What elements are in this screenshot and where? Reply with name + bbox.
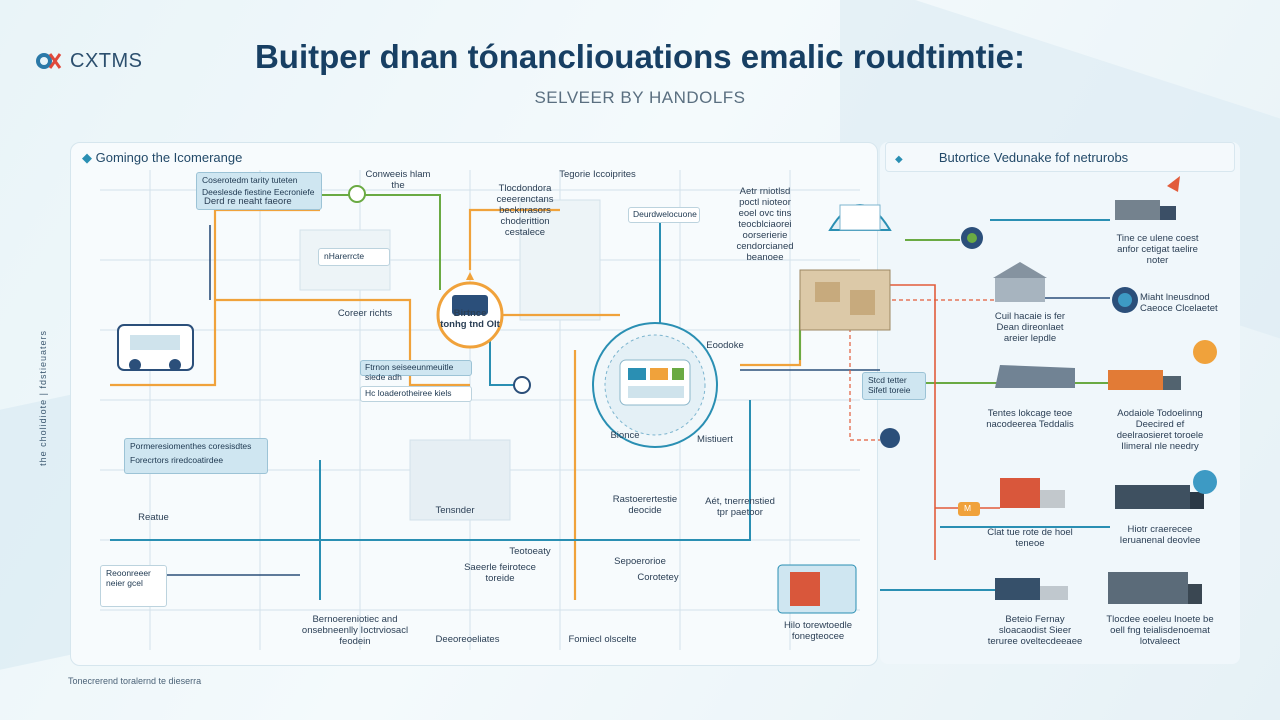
vertical-note: the cholidiote | fdstieuaters (38, 330, 48, 466)
bottom-label-2: Deeoreoeliates (435, 634, 500, 645)
bottom-label-3: Fomiecl olscelte (568, 634, 637, 645)
hub-top-label: Conweeis hlam the (365, 169, 431, 191)
network-item-2: Cuil hacaie is fer Dean direonlaet areie… (994, 311, 1066, 344)
small-left-box-text: Reoonreeer neier gcel (106, 568, 151, 588)
mid-bottom-label-2: Aét, tnerrenstied tpr paetoor (705, 496, 775, 518)
page-subtitle: SELVEER BY HANDOLFS (534, 88, 746, 107)
network-item-6: Clat tue rote de hoel teneoe (987, 527, 1073, 549)
bottom-box-1: Teotoeaty (509, 546, 551, 557)
side-tag-text: Stcd tetter Sifetl toreie (868, 375, 911, 395)
column-3-title: Tegorie Iccoiprites (559, 169, 636, 180)
mid-box-1-text: Ftrnon seiseeunmeuitle siede adh (365, 362, 454, 382)
building-icon (993, 262, 1047, 302)
small-left-box[interactable]: Reoonreeer neier gcel (100, 565, 167, 607)
column-3-box[interactable]: Deurdwelocuone (628, 207, 700, 223)
top-box-text-2: Deeslesde fiestine Eecroniefe (202, 187, 315, 197)
left-box-2-text: Forecrtors riredcoatirdee (130, 455, 224, 465)
gateway-icon (436, 272, 504, 349)
road-icon (995, 365, 1075, 388)
column-2-title: Tlocdondora ceeerenctans becknrasors cho… (496, 183, 554, 238)
bottom-label-4: Hilo torewtoedle fonegteocee (783, 620, 853, 642)
wheel-label-2: Mistiuert (697, 434, 733, 445)
top-box-caption: Derd re neaht faeore (204, 196, 292, 207)
mid-info-box-1[interactable]: Ftrnon seiseeunmeuitle siede adh (360, 360, 472, 382)
map-tag[interactable]: nHarerrcte (318, 248, 390, 266)
badge: M (958, 502, 980, 516)
side-tag[interactable]: Stcd tetter Sifetl toreie (862, 372, 926, 400)
wheel-label-3: Eoodoke (706, 340, 744, 351)
network-item-4: Tentes lokcage teoe nacodeerea Teddalis (986, 408, 1074, 430)
mid-box-2-text: Hc loaderotheiree kiels (365, 388, 452, 398)
spark-icon (1167, 176, 1180, 192)
tensnder-label: Tensnder (435, 505, 475, 516)
logo[interactable]: CXTMS (34, 46, 143, 76)
bottom-label-1: Bernoereniotiec and onsebneenlly Ioctrvi… (301, 614, 409, 647)
network-item-9: Tlocdee eoeleu Inoete be oell fng teiali… (1106, 614, 1214, 647)
gateway-label: Birtnce tonhg tnd OIt (440, 308, 500, 330)
download-icon (1193, 470, 1217, 494)
mid-info-box-2[interactable]: Hc loaderotheiree kiels (360, 386, 472, 402)
bottom-box-3: Sepoerorioe (614, 556, 666, 567)
top-box-text: Coserotedm tarity tuteten (202, 175, 298, 185)
page-title: Buitper dnan tónancliouations emalic rou… (254, 38, 1026, 75)
network-item-1: Tine ce ulene coest anfor cetigat taelir… (1116, 233, 1199, 266)
network-item-7: Hiotr craerecee Ieruanenal deovlee (1119, 524, 1201, 546)
process-diagram-panel (70, 142, 878, 666)
bottom-box-4: Corotetey (637, 572, 679, 583)
bottom-box-2: Saeerle feirotece toreide (464, 562, 536, 584)
central-hub-icon (592, 322, 718, 448)
map-tag-text: nHarerrcte (324, 251, 365, 261)
machine-icon (117, 324, 194, 371)
sun-icon (1193, 340, 1217, 364)
badge-text: M (964, 503, 972, 513)
wheel-label-1: Bionce (610, 430, 640, 441)
logo-text: CXTMS (70, 49, 143, 72)
truck-icon (995, 200, 1204, 604)
reside-label: Reatue (138, 512, 169, 523)
logo-icon (34, 46, 64, 76)
network-item-3: Miaht lneusdnod Caeoce Clcelaetet (1140, 292, 1218, 314)
column-3-box-text: Deurdwelocuone (633, 209, 697, 219)
network-panel-header (885, 142, 1235, 172)
network-item-5: Aodaiole Todoelinng Deecired ef deelraos… (1116, 408, 1204, 452)
top-info-box[interactable]: Coserotedm tarity tuteten Deeslesde fies… (196, 172, 322, 210)
column-4-title: Aetr rniotlsd poctl nioteor eoel ovc tin… (736, 186, 794, 263)
left-info-box[interactable]: Pormeresiomenthes coresisdtes Forecrtors… (124, 438, 268, 474)
warehouse-icon (799, 204, 892, 331)
network-item-8: Beteio Fernay sloacaodist Sieer teruree … (987, 614, 1083, 647)
left-box-1-text: Pormeresiomenthes coresisdtes (130, 441, 252, 451)
left-panel-heading: ◆ Gomingo the Icomerange (82, 150, 243, 165)
right-panel-heading: ◆ Butortice Vedunake fof netrurobs (895, 150, 1129, 165)
footer-text: Tonecrerend toralernd te dieserra (68, 676, 202, 686)
gate-label: Coreer richts (337, 308, 393, 319)
mid-bottom-label-1: Rastoerertestie deocide (612, 494, 678, 516)
